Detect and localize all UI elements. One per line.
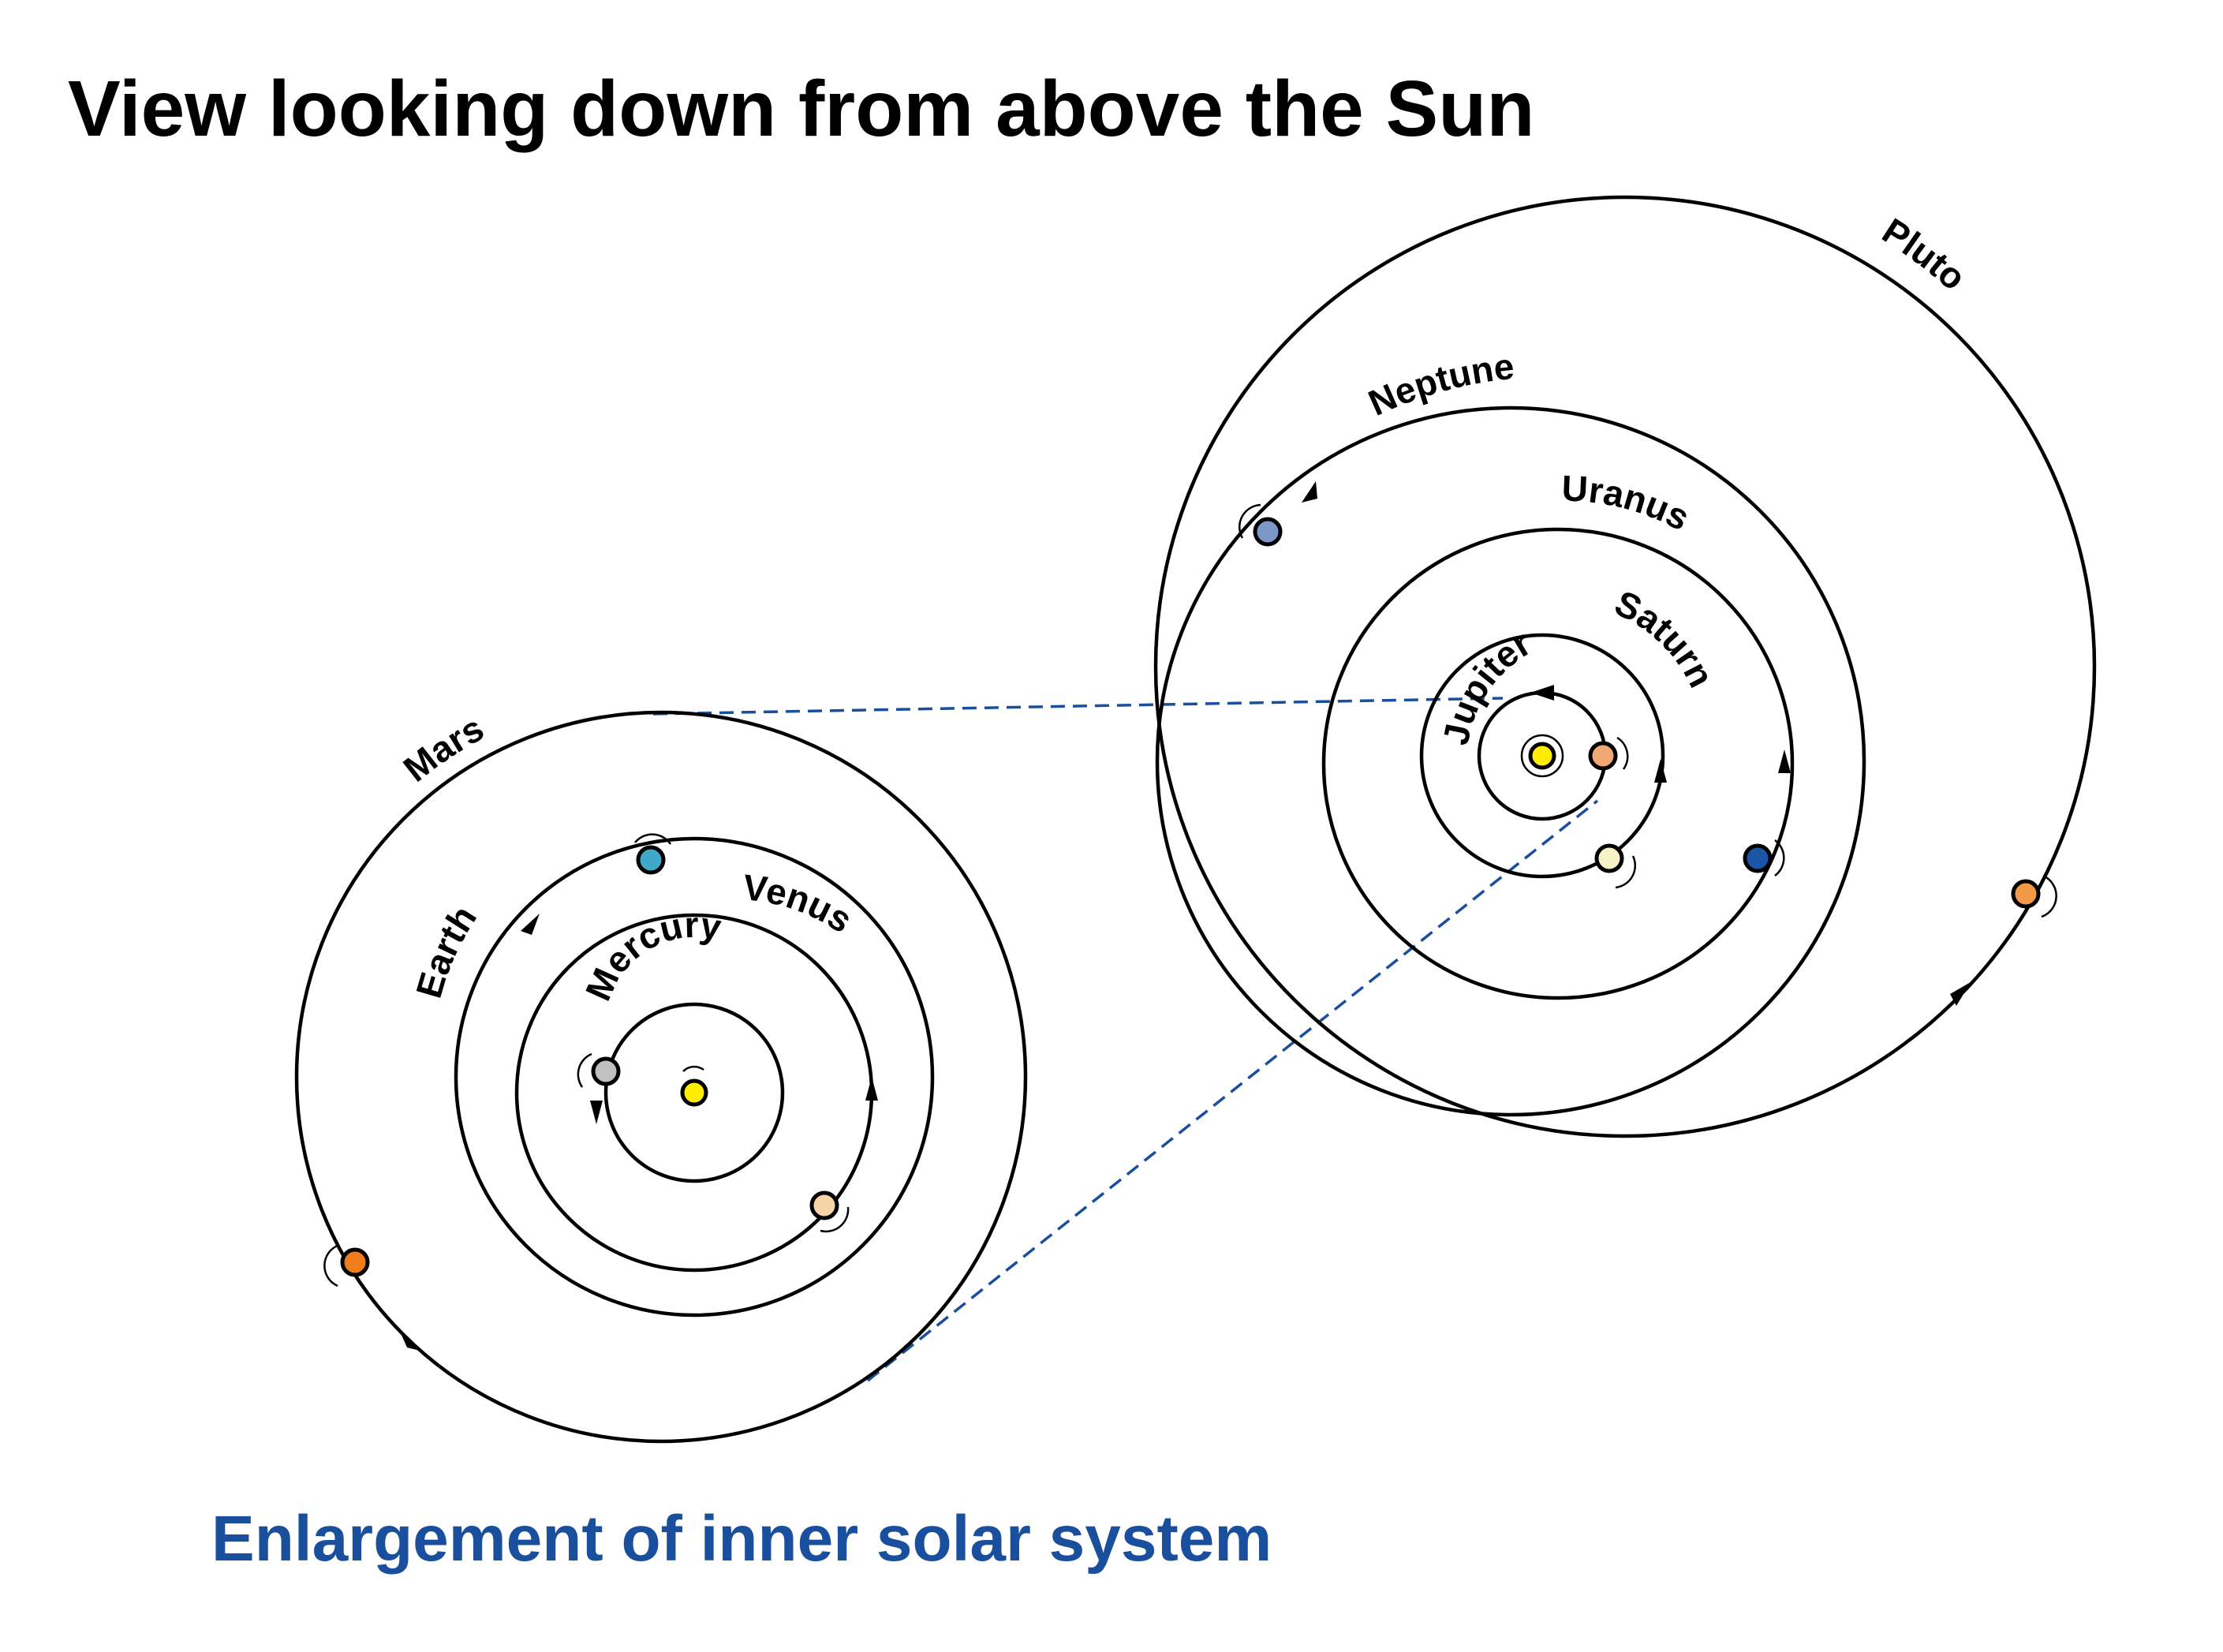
saturn-spin-icon: [1615, 855, 1637, 889]
pluto-label-text: Pluto: [1875, 210, 1974, 298]
venus-label: Venus: [742, 866, 860, 940]
earth-direction-arrow: [521, 914, 540, 935]
neptune-orbit: [1155, 406, 1866, 1117]
enlargement-caption: Enlargement of inner solar system: [211, 1503, 1272, 1575]
mars-label-text: Mars: [396, 707, 491, 789]
inner-sun: [680, 1078, 708, 1107]
mercury-orbit: [603, 1002, 785, 1183]
venus-direction-arrow: [865, 1077, 878, 1101]
uranus-spin-icon: [1774, 839, 1785, 877]
uranus-planet: [1743, 843, 1773, 873]
lower-guide-line: [866, 799, 1599, 1382]
venus-spin-icon: [820, 1206, 850, 1233]
saturn-label-text: Saturn: [1608, 582, 1722, 693]
jupiter-spin-icon: [1616, 736, 1629, 770]
venus-planet: [809, 1190, 839, 1220]
inner-solar-system: Mercury Venus Earth Mars: [294, 707, 1028, 1444]
mercury-planet: [591, 1056, 621, 1086]
mars-spin-icon: [323, 1243, 340, 1288]
saturn-orbit: [1419, 633, 1665, 879]
jupiter-planet: [1588, 741, 1618, 771]
saturn-direction-arrow: [1654, 759, 1667, 783]
neptune-label-text: Neptune: [1362, 346, 1516, 424]
venus-label-text: Venus: [742, 866, 860, 940]
inner-sun-spin-icon: [682, 1065, 704, 1072]
uranus-label-text: Uranus: [1561, 467, 1697, 538]
saturn-label: Saturn: [1608, 582, 1722, 693]
enlargement-guides: [652, 697, 1599, 1382]
pluto-orbit: [1153, 195, 2097, 1138]
pluto-direction-arrow: [1950, 982, 1971, 1006]
earth-planet: [636, 845, 666, 875]
outer-solar-system: Jupiter Saturn Uranus Neptune Pluto: [1153, 195, 2097, 1138]
earth-spin-icon: [634, 833, 672, 845]
mercury-direction-arrow: [590, 1101, 603, 1124]
upper-guide-line: [652, 697, 1504, 716]
saturn-planet: [1594, 843, 1624, 873]
pluto-spin-icon: [2041, 874, 2057, 918]
mercury-label-text: Mercury: [577, 904, 725, 1007]
earth-orbit: [454, 836, 935, 1317]
uranus-orbit: [1321, 527, 1795, 1000]
mars-label: Mars: [396, 707, 491, 789]
neptune-label: Neptune: [1362, 346, 1516, 424]
pluto-label: Pluto: [1875, 210, 1974, 298]
mercury-spin-icon: [577, 1052, 592, 1088]
mars-orbit: [294, 710, 1028, 1444]
mercury-label: Mercury: [577, 904, 725, 1007]
neptune-spin-icon: [1239, 503, 1261, 539]
mars-direction-arrow: [401, 1333, 420, 1351]
diagram-title: View looking down from above the Sun: [68, 65, 1535, 153]
jupiter-direction-arrow: [1530, 685, 1554, 701]
uranus-label: Uranus: [1561, 467, 1697, 538]
mars-planet: [340, 1247, 370, 1277]
neptune-direction-arrow: [1302, 481, 1317, 503]
uranus-direction-arrow: [1778, 749, 1791, 773]
outer-sun: [1528, 742, 1556, 770]
neptune-planet: [1253, 517, 1283, 547]
outer-sun-ring: [1520, 734, 1564, 778]
pluto-planet: [2011, 879, 2041, 909]
